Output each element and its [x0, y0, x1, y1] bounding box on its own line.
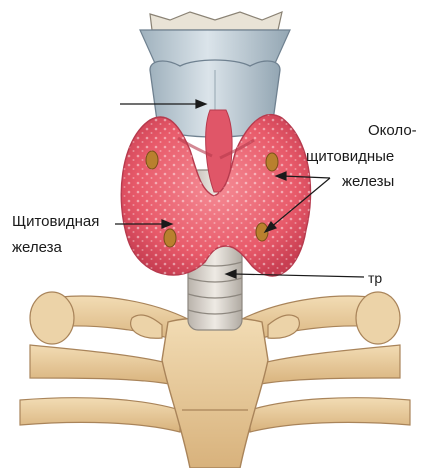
thyroid-gland-label-line1: Щитовидная	[12, 212, 99, 232]
parathyroid-label-line2: щитовидные	[306, 147, 394, 167]
thyroid-gland-label-line2: железа	[12, 238, 62, 258]
trachea-label: тр	[368, 268, 382, 288]
parathyroid-label-line3: железы	[342, 172, 394, 192]
parathyroid-label-line1: Около-	[368, 121, 417, 141]
